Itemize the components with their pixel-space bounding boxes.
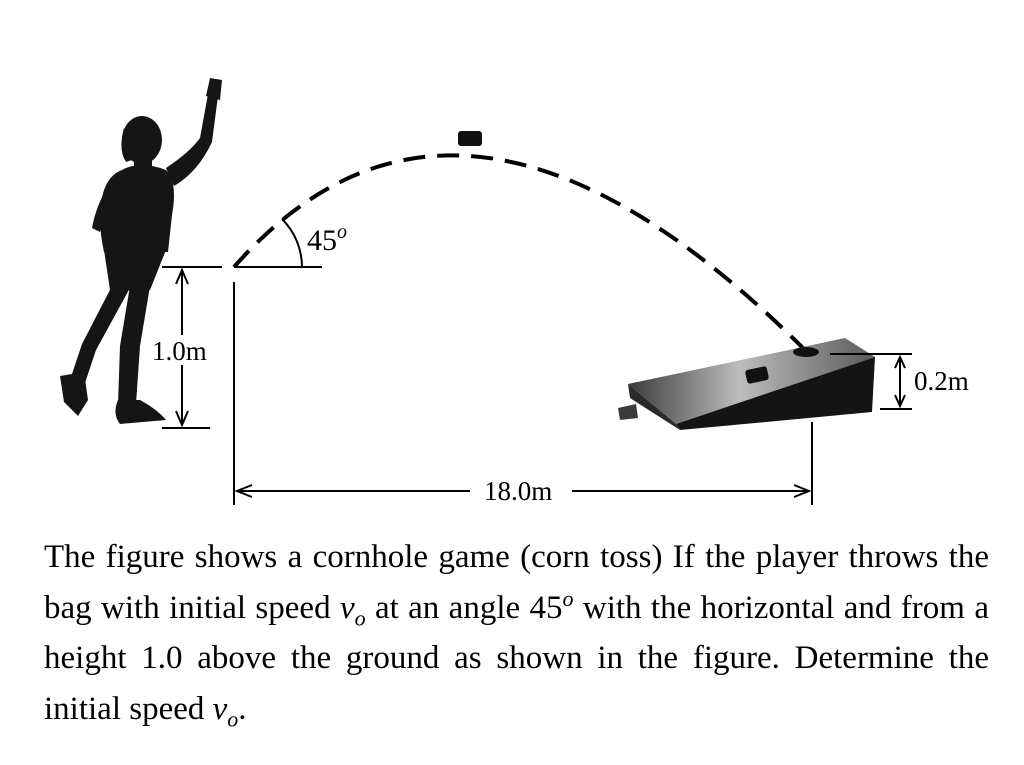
- problem-statement: The figure shows a cornhole game (corn t…: [44, 539, 989, 732]
- angle-arc: [281, 218, 303, 268]
- initial-speed-symbol-2: vo: [212, 690, 239, 732]
- bag-on-board: [745, 366, 769, 384]
- trajectory-path: [232, 153, 807, 352]
- board-height-label: 0.2m: [914, 366, 969, 396]
- angle-value: 45o: [529, 585, 574, 626]
- board-hole: [793, 347, 819, 357]
- bag-at-apex: [458, 131, 482, 146]
- cornhole-figure: 45o 1.0m 18.0m 0.2m: [60, 78, 969, 506]
- distance-label: 18.0m: [484, 476, 552, 506]
- player-silhouette: [60, 78, 222, 424]
- height-dimension: [162, 266, 222, 429]
- angle-label: 45o: [307, 221, 347, 257]
- height-label: 1.0m: [152, 336, 207, 366]
- distance-dimension: [234, 484, 812, 498]
- cornhole-board: [618, 338, 875, 430]
- initial-speed-symbol: vo: [339, 589, 366, 631]
- board-height-dimension: [830, 353, 912, 410]
